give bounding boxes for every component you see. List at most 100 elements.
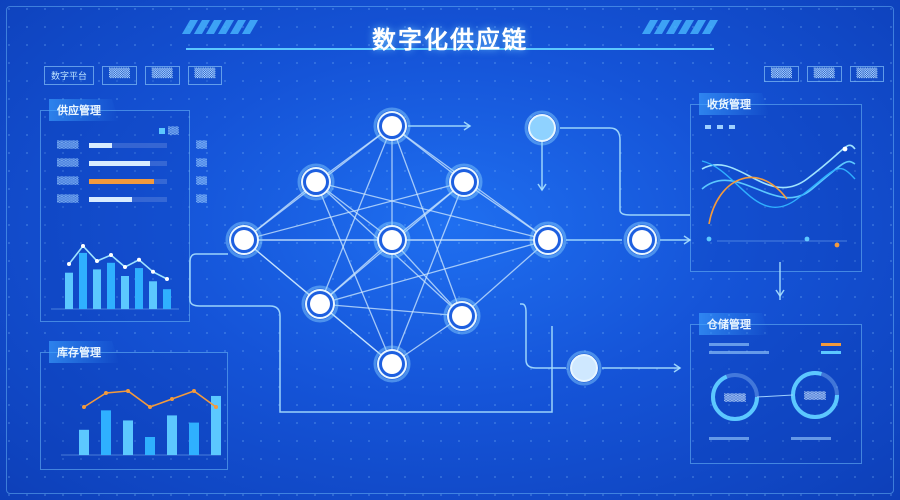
chart-point — [104, 391, 108, 395]
panel-supply-title: 供应管理 — [49, 99, 119, 121]
network-node-glow — [524, 110, 560, 146]
chart-bar — [121, 276, 129, 309]
tab-left-1[interactable]: 数字平台 — [44, 66, 95, 85]
wave-point — [706, 236, 712, 242]
supply-row: ▒▒▒▒▒▒ — [57, 159, 207, 169]
inventory-bar-chart — [61, 389, 221, 456]
tab-left-3[interactable]: ▒▒▒ — [144, 66, 180, 85]
chart-bar — [149, 281, 157, 309]
network-edge — [319, 125, 393, 305]
flow-connector — [189, 253, 553, 413]
network-node-glow — [297, 163, 335, 201]
wave-line-orange — [708, 176, 788, 225]
panel-warehouse: 仓储管理 ▒▒▒▒ ▒▒▒▒ — [690, 313, 862, 464]
supply-row-track — [89, 143, 167, 148]
network-edge — [319, 303, 463, 317]
flow-arrow-icon — [537, 183, 547, 192]
chart-point — [192, 389, 196, 393]
chart-point — [137, 257, 141, 262]
chart-bar — [167, 415, 177, 455]
panel-supply: 供应管理 ▒▒ ▒▒▒▒▒▒▒▒▒▒▒▒▒▒▒▒▒▒▒▒▒▒▒▒ — [40, 99, 207, 322]
page-title: 数字化供应链 — [372, 26, 528, 54]
supply-row-label: ▒▒▒▒ — [57, 141, 79, 149]
chart-point — [82, 405, 86, 409]
chart-bar — [163, 289, 171, 309]
supply-row-fill — [89, 179, 154, 184]
supply-row-label: ▒▒▒▒ — [57, 159, 79, 167]
network-edge — [461, 239, 549, 317]
supply-row-fill — [89, 161, 150, 166]
network-edge — [319, 239, 549, 305]
chart-bar — [123, 420, 133, 455]
network-node-glow — [443, 297, 481, 335]
supply-row-value: ▒▒ — [196, 177, 207, 185]
supply-row-value: ▒▒ — [196, 141, 207, 149]
tab-right-3[interactable]: ▒▒▒ — [849, 66, 885, 82]
tab-left-2[interactable]: ▒▒▒ — [102, 66, 137, 85]
chart-bar — [107, 262, 115, 309]
supply-bar-chart — [51, 244, 179, 310]
wave-point — [804, 236, 810, 242]
network-hub-node — [528, 114, 556, 142]
info-line-blue — [821, 351, 841, 354]
network-node-glow — [373, 107, 411, 145]
network-node-core — [382, 354, 402, 374]
chart-point — [170, 397, 174, 401]
wave-point — [842, 146, 848, 152]
supply-row-value: ▒▒ — [196, 195, 207, 203]
wave-line-2 — [701, 160, 856, 199]
chart-bar — [211, 395, 221, 455]
chart-point — [126, 389, 130, 393]
chart-bar — [93, 269, 101, 309]
network-node-core — [234, 230, 254, 250]
panel-inventory: 库存管理 — [40, 341, 228, 470]
top-tabs-left: 数字平台 ▒▒▒ ▒▒▒ ▒▒▒ — [44, 66, 223, 85]
tab-right-2[interactable]: ▒▒▒ — [806, 66, 842, 82]
ring-right-label: ▒▒▒▒ — [804, 391, 826, 400]
header: 数字化供应链 — [181, 8, 719, 54]
flow-arrow-icon — [463, 121, 472, 131]
legend-mark — [705, 125, 711, 129]
tab-left-4[interactable]: ▒▒▒ — [187, 66, 223, 85]
network-edge — [243, 181, 317, 241]
info-line-orange — [821, 343, 841, 346]
network-node-core — [306, 172, 326, 192]
supply-row-track — [89, 197, 167, 202]
chart-point — [165, 277, 169, 281]
supply-row-value: ▒▒ — [196, 159, 207, 167]
network-edge — [319, 303, 393, 365]
network-edge — [243, 181, 465, 241]
chart-point — [109, 253, 113, 257]
wave-line-3 — [701, 160, 856, 208]
network-edge — [315, 181, 549, 241]
panel-receiving-title: 收货管理 — [699, 93, 769, 115]
network-node-core — [382, 230, 402, 250]
supply-row: ▒▒▒▒▒▒ — [57, 177, 207, 187]
chart-bar — [79, 252, 87, 309]
chart-point — [123, 265, 127, 269]
supply-row-track — [89, 161, 167, 166]
flow-connector — [560, 127, 690, 216]
ring-left-label: ▒▒▒▒ — [724, 393, 746, 402]
flow-connector — [520, 303, 566, 369]
panel-inventory-title: 库存管理 — [49, 341, 119, 363]
network-node-glow — [373, 345, 411, 383]
network-node-core — [454, 172, 474, 192]
network-edge — [391, 181, 465, 365]
network-node-glow — [225, 221, 263, 259]
legend: ▒▒ — [159, 127, 179, 135]
legend-mark — [729, 125, 735, 129]
warehouse-rings: ▒▒▒▒ ▒▒▒▒ — [709, 343, 841, 440]
network-edge — [463, 181, 549, 241]
network-node-core — [382, 116, 402, 136]
tab-right-1[interactable]: ▒▒▒ — [764, 66, 799, 82]
network-node-glow — [445, 163, 483, 201]
chart-point — [95, 259, 99, 263]
supply-row-label: ▒▒▒▒ — [57, 195, 79, 203]
network-node-core — [452, 306, 472, 326]
ring-link — [756, 394, 794, 398]
network-node-core — [538, 230, 558, 250]
network-node-glow — [373, 221, 411, 259]
supply-row: ▒▒▒▒▒▒ — [57, 141, 207, 151]
